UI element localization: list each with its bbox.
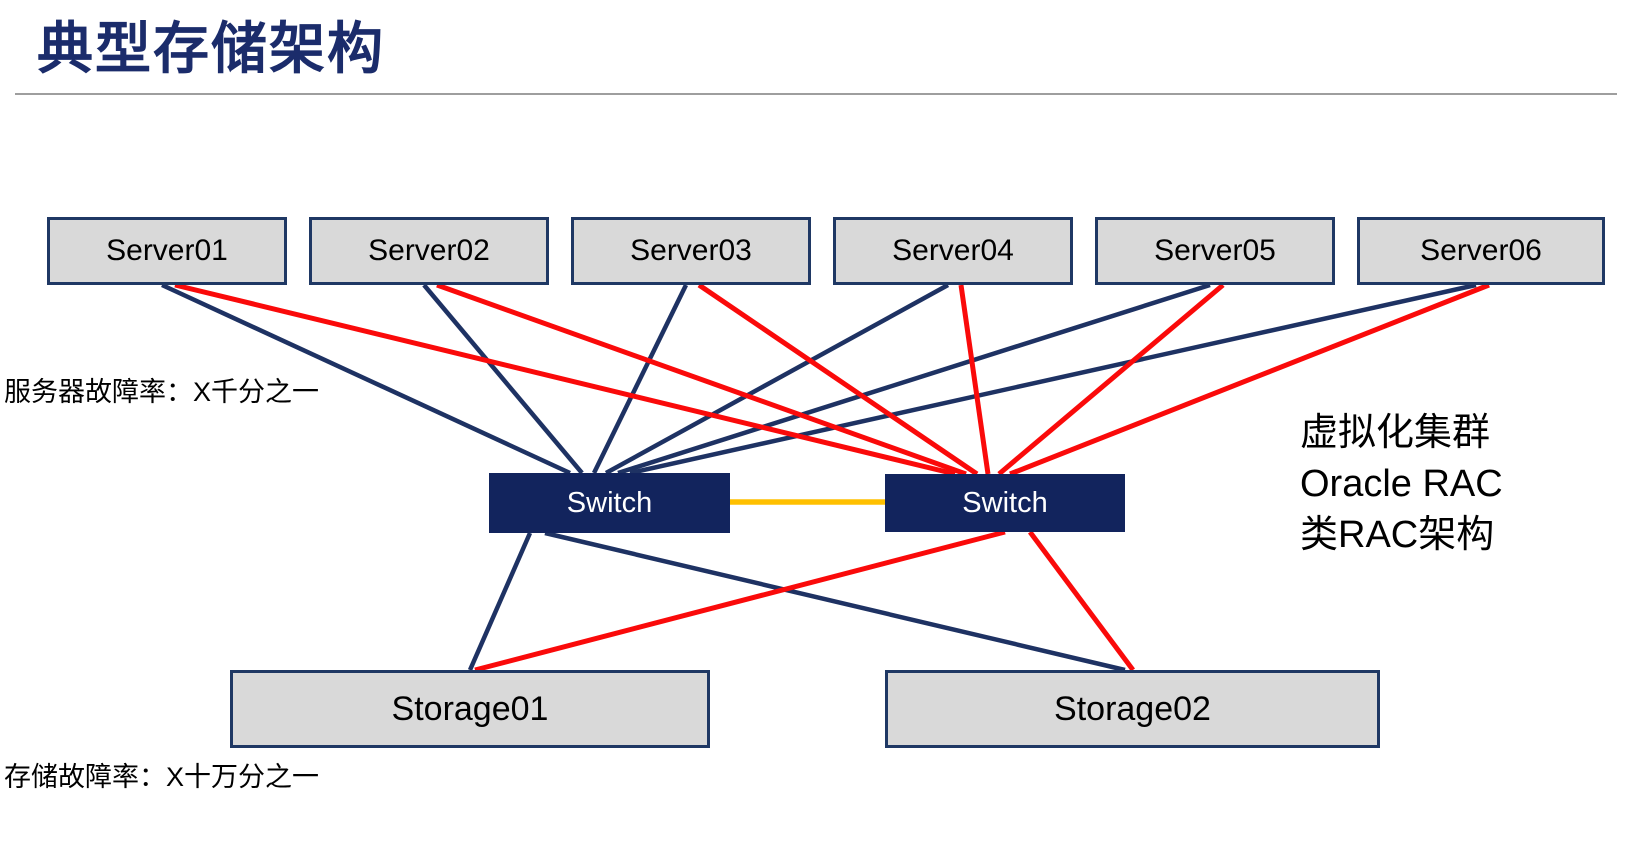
- link-server01-switch2: [174, 282, 956, 477]
- link-switch1-storage01: [467, 532, 533, 671]
- node-server06-label: Server06: [1420, 234, 1542, 267]
- node-server03-label: Server03: [630, 234, 752, 267]
- node-switch2: Switch: [885, 474, 1125, 532]
- node-server04: Server04: [833, 217, 1073, 285]
- link-switch1-storage02: [544, 530, 1126, 673]
- node-switch1-label: Switch: [566, 486, 653, 519]
- node-server01-label: Server01: [106, 234, 228, 267]
- storage-failure-rate-label: 存储故障率：X十万分之一: [4, 762, 320, 792]
- link-switch2-storage02: [1027, 530, 1136, 672]
- node-switch1: Switch: [489, 473, 730, 533]
- link-server02-switch2: [436, 282, 967, 477]
- link-server05-switch2: [997, 283, 1225, 476]
- link-server04-switch2: [958, 284, 991, 475]
- link-server06-switch1: [629, 282, 1477, 476]
- node-server04-label: Server04: [892, 234, 1014, 267]
- node-server02: Server02: [309, 217, 549, 285]
- node-storage01-label: Storage01: [391, 689, 549, 728]
- link-server03-switch1: [591, 284, 689, 474]
- node-storage02-label: Storage02: [1054, 689, 1211, 728]
- link-switch2-storage01: [474, 529, 1006, 673]
- node-storage02: Storage02: [885, 670, 1380, 748]
- link-server01-switch1: [161, 282, 571, 476]
- slide-title: 典型存储架构: [37, 17, 385, 80]
- link-server05-switch1: [617, 282, 1211, 476]
- annotation-line-1: 虚拟化集群: [1300, 412, 1491, 454]
- link-server02-switch1: [422, 283, 584, 475]
- link-server03-switch2: [697, 282, 979, 477]
- node-server05: Server05: [1095, 217, 1335, 285]
- link-server04-switch1: [604, 283, 950, 475]
- server-failure-rate-label: 服务器故障率：X千分之一: [4, 377, 320, 407]
- node-server01: Server01: [47, 217, 287, 285]
- cluster-annotation: 虚拟化集群 Oracle RAC 类RAC架构: [1300, 408, 1550, 561]
- annotation-line-3: 类RAC架构: [1300, 513, 1495, 556]
- node-server03: Server03: [571, 217, 811, 285]
- title-separator-line: [15, 93, 1617, 95]
- annotation-line-2: Oracle RAC: [1300, 462, 1503, 505]
- link-server06-switch2: [1009, 282, 1490, 477]
- node-server02-label: Server02: [368, 234, 490, 267]
- node-server06: Server06: [1357, 217, 1605, 285]
- node-storage01: Storage01: [230, 670, 710, 748]
- node-server05-label: Server05: [1154, 234, 1276, 267]
- node-switch2-label: Switch: [962, 486, 1048, 519]
